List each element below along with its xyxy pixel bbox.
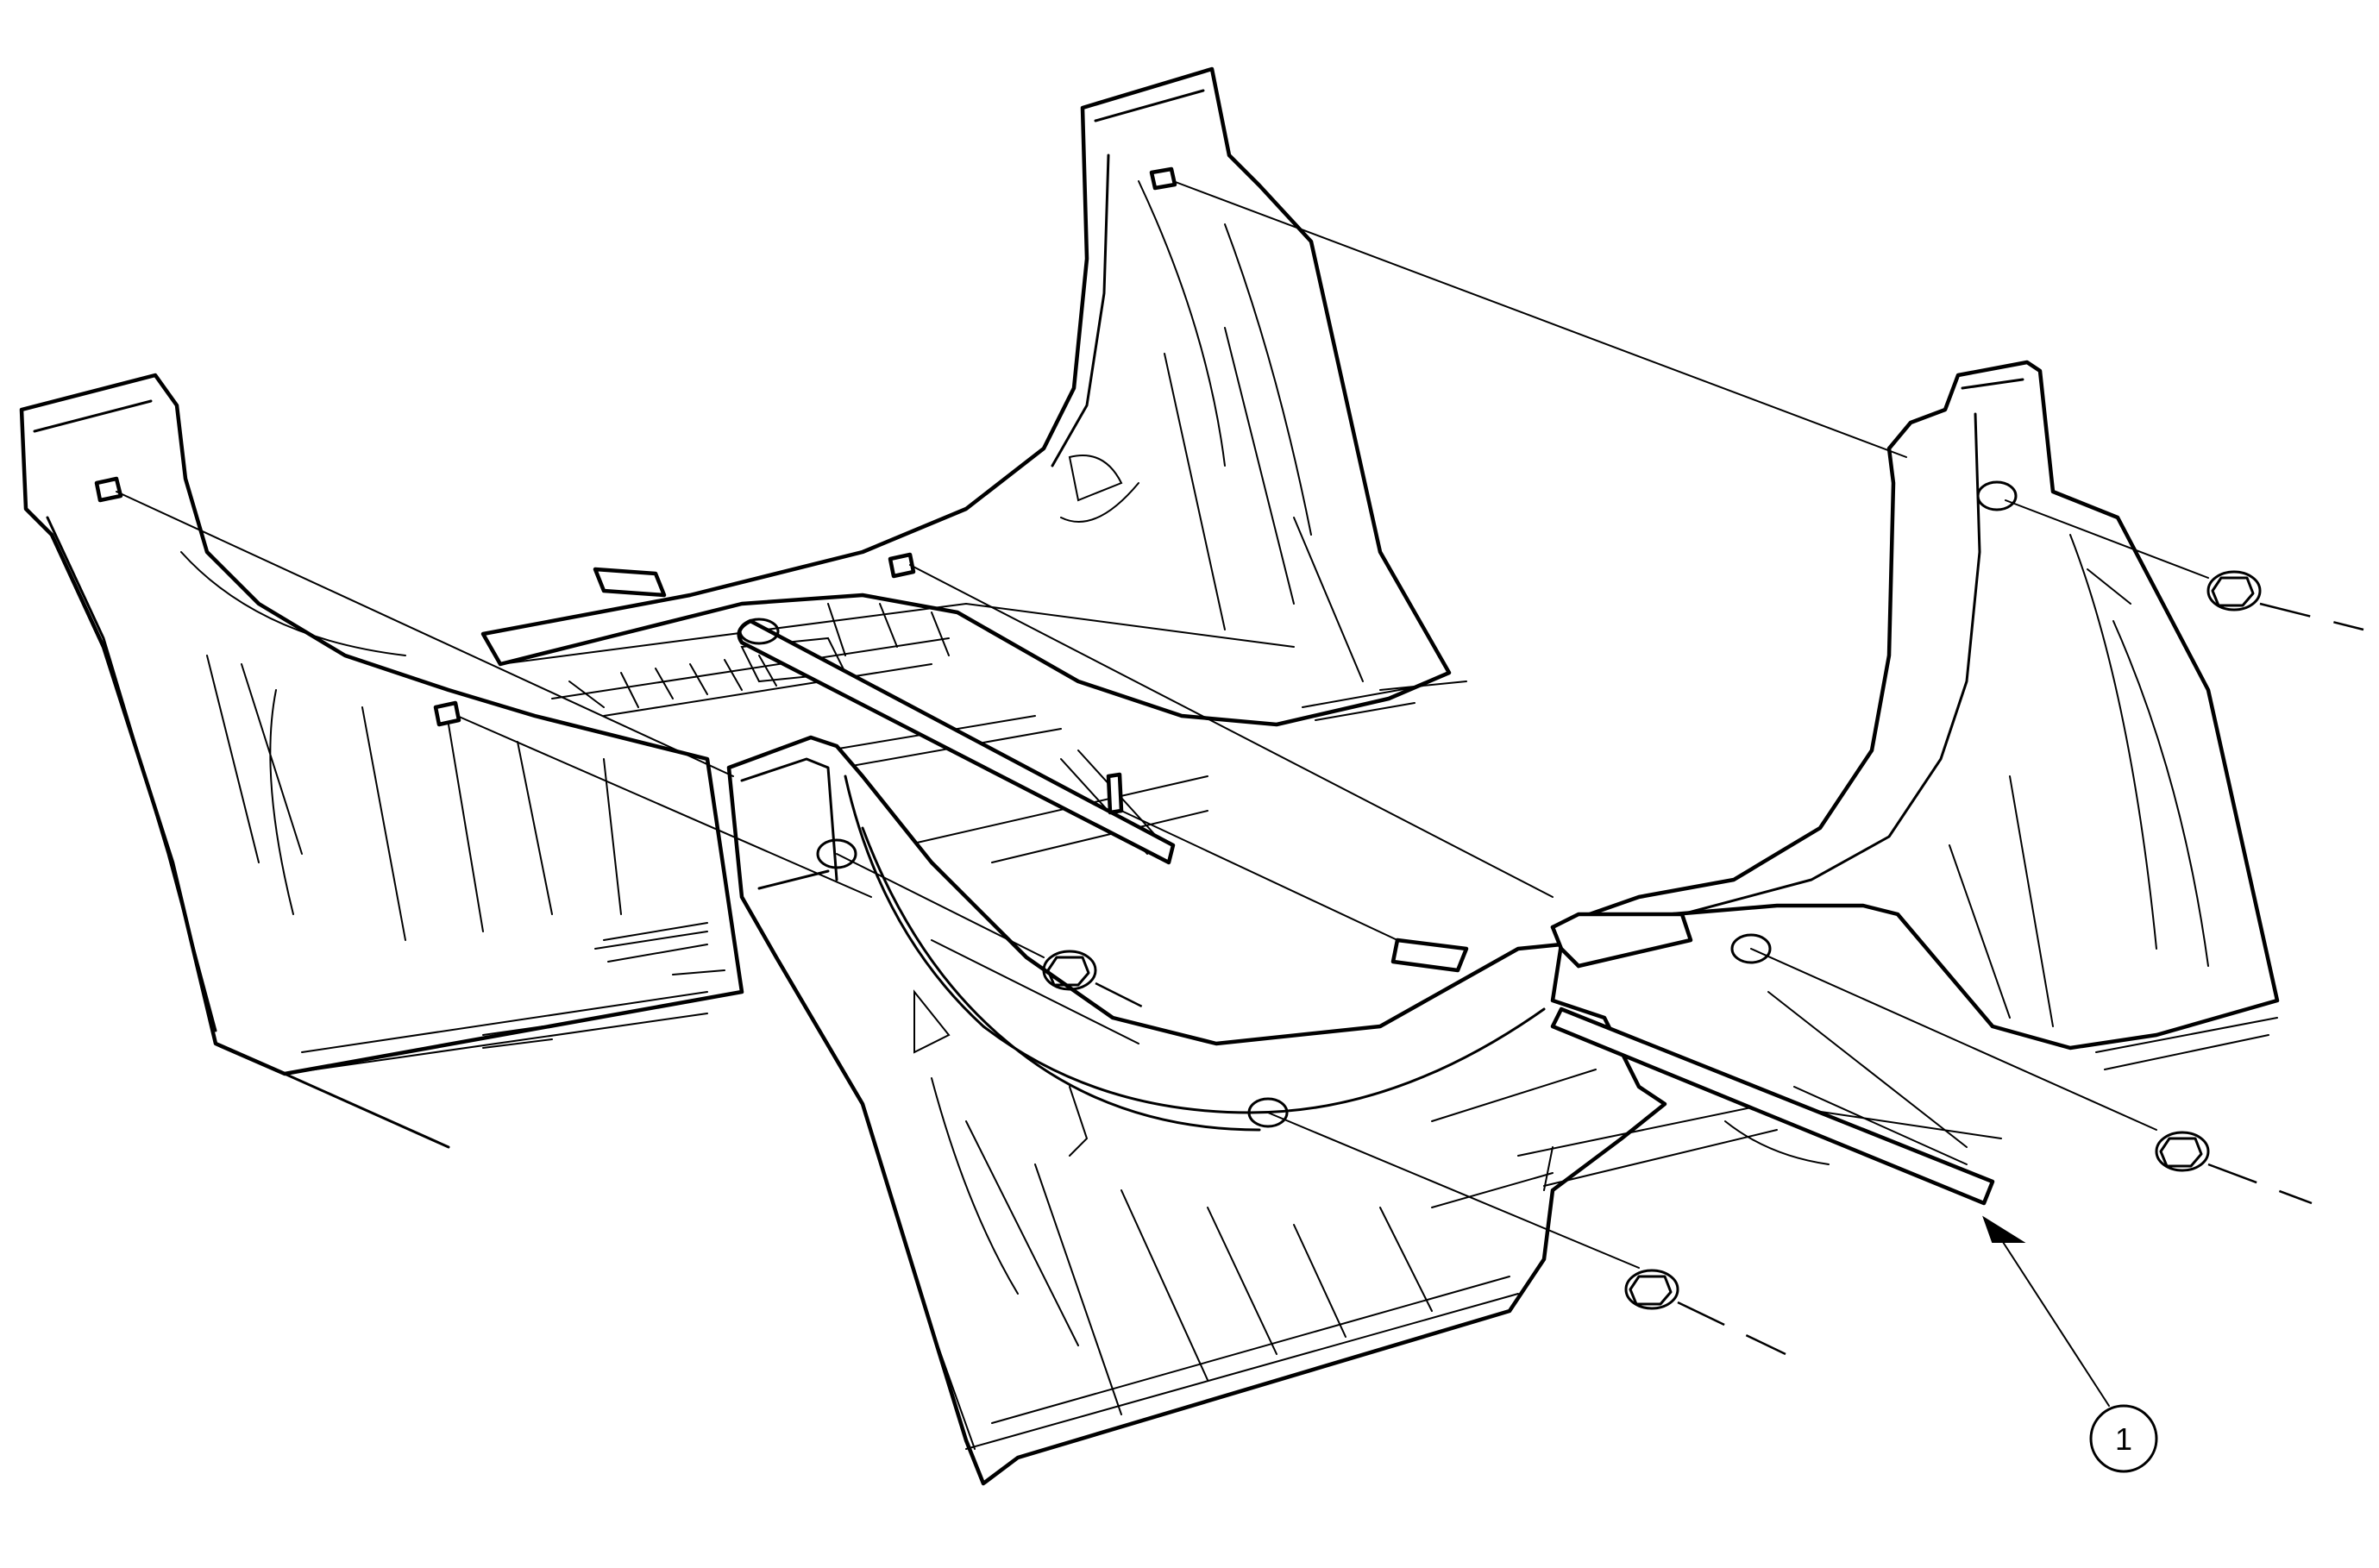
floor-pan <box>499 602 1295 863</box>
sill-rod <box>737 618 1995 1206</box>
nut-3 <box>2206 570 2364 631</box>
leader-lines <box>116 180 2209 1269</box>
threaded-stud-icon <box>94 166 1177 815</box>
mounting-holes <box>816 480 2018 1128</box>
right-bracket-panel <box>1550 360 2280 1165</box>
hole-3 <box>1730 933 1772 964</box>
callout-1: 1 <box>1982 1215 2158 1473</box>
hole-1 <box>816 838 857 869</box>
front-right-panel <box>1517 912 2002 1187</box>
hex-nut-icon <box>1042 570 2364 1356</box>
nut-4 <box>2155 1131 2313 1205</box>
rear-right-panel <box>480 66 1467 727</box>
hole-2 <box>1247 1097 1289 1128</box>
hole-4 <box>1976 480 2018 511</box>
rear-left-panel <box>19 373 744 1149</box>
nut-1 <box>1042 950 1148 1011</box>
nut-2 <box>1624 1269 1786 1356</box>
callout-label: 1 <box>2115 1421 2132 1457</box>
front-left-panel <box>726 735 1667 1486</box>
callout-circle <box>2089 1404 2158 1473</box>
